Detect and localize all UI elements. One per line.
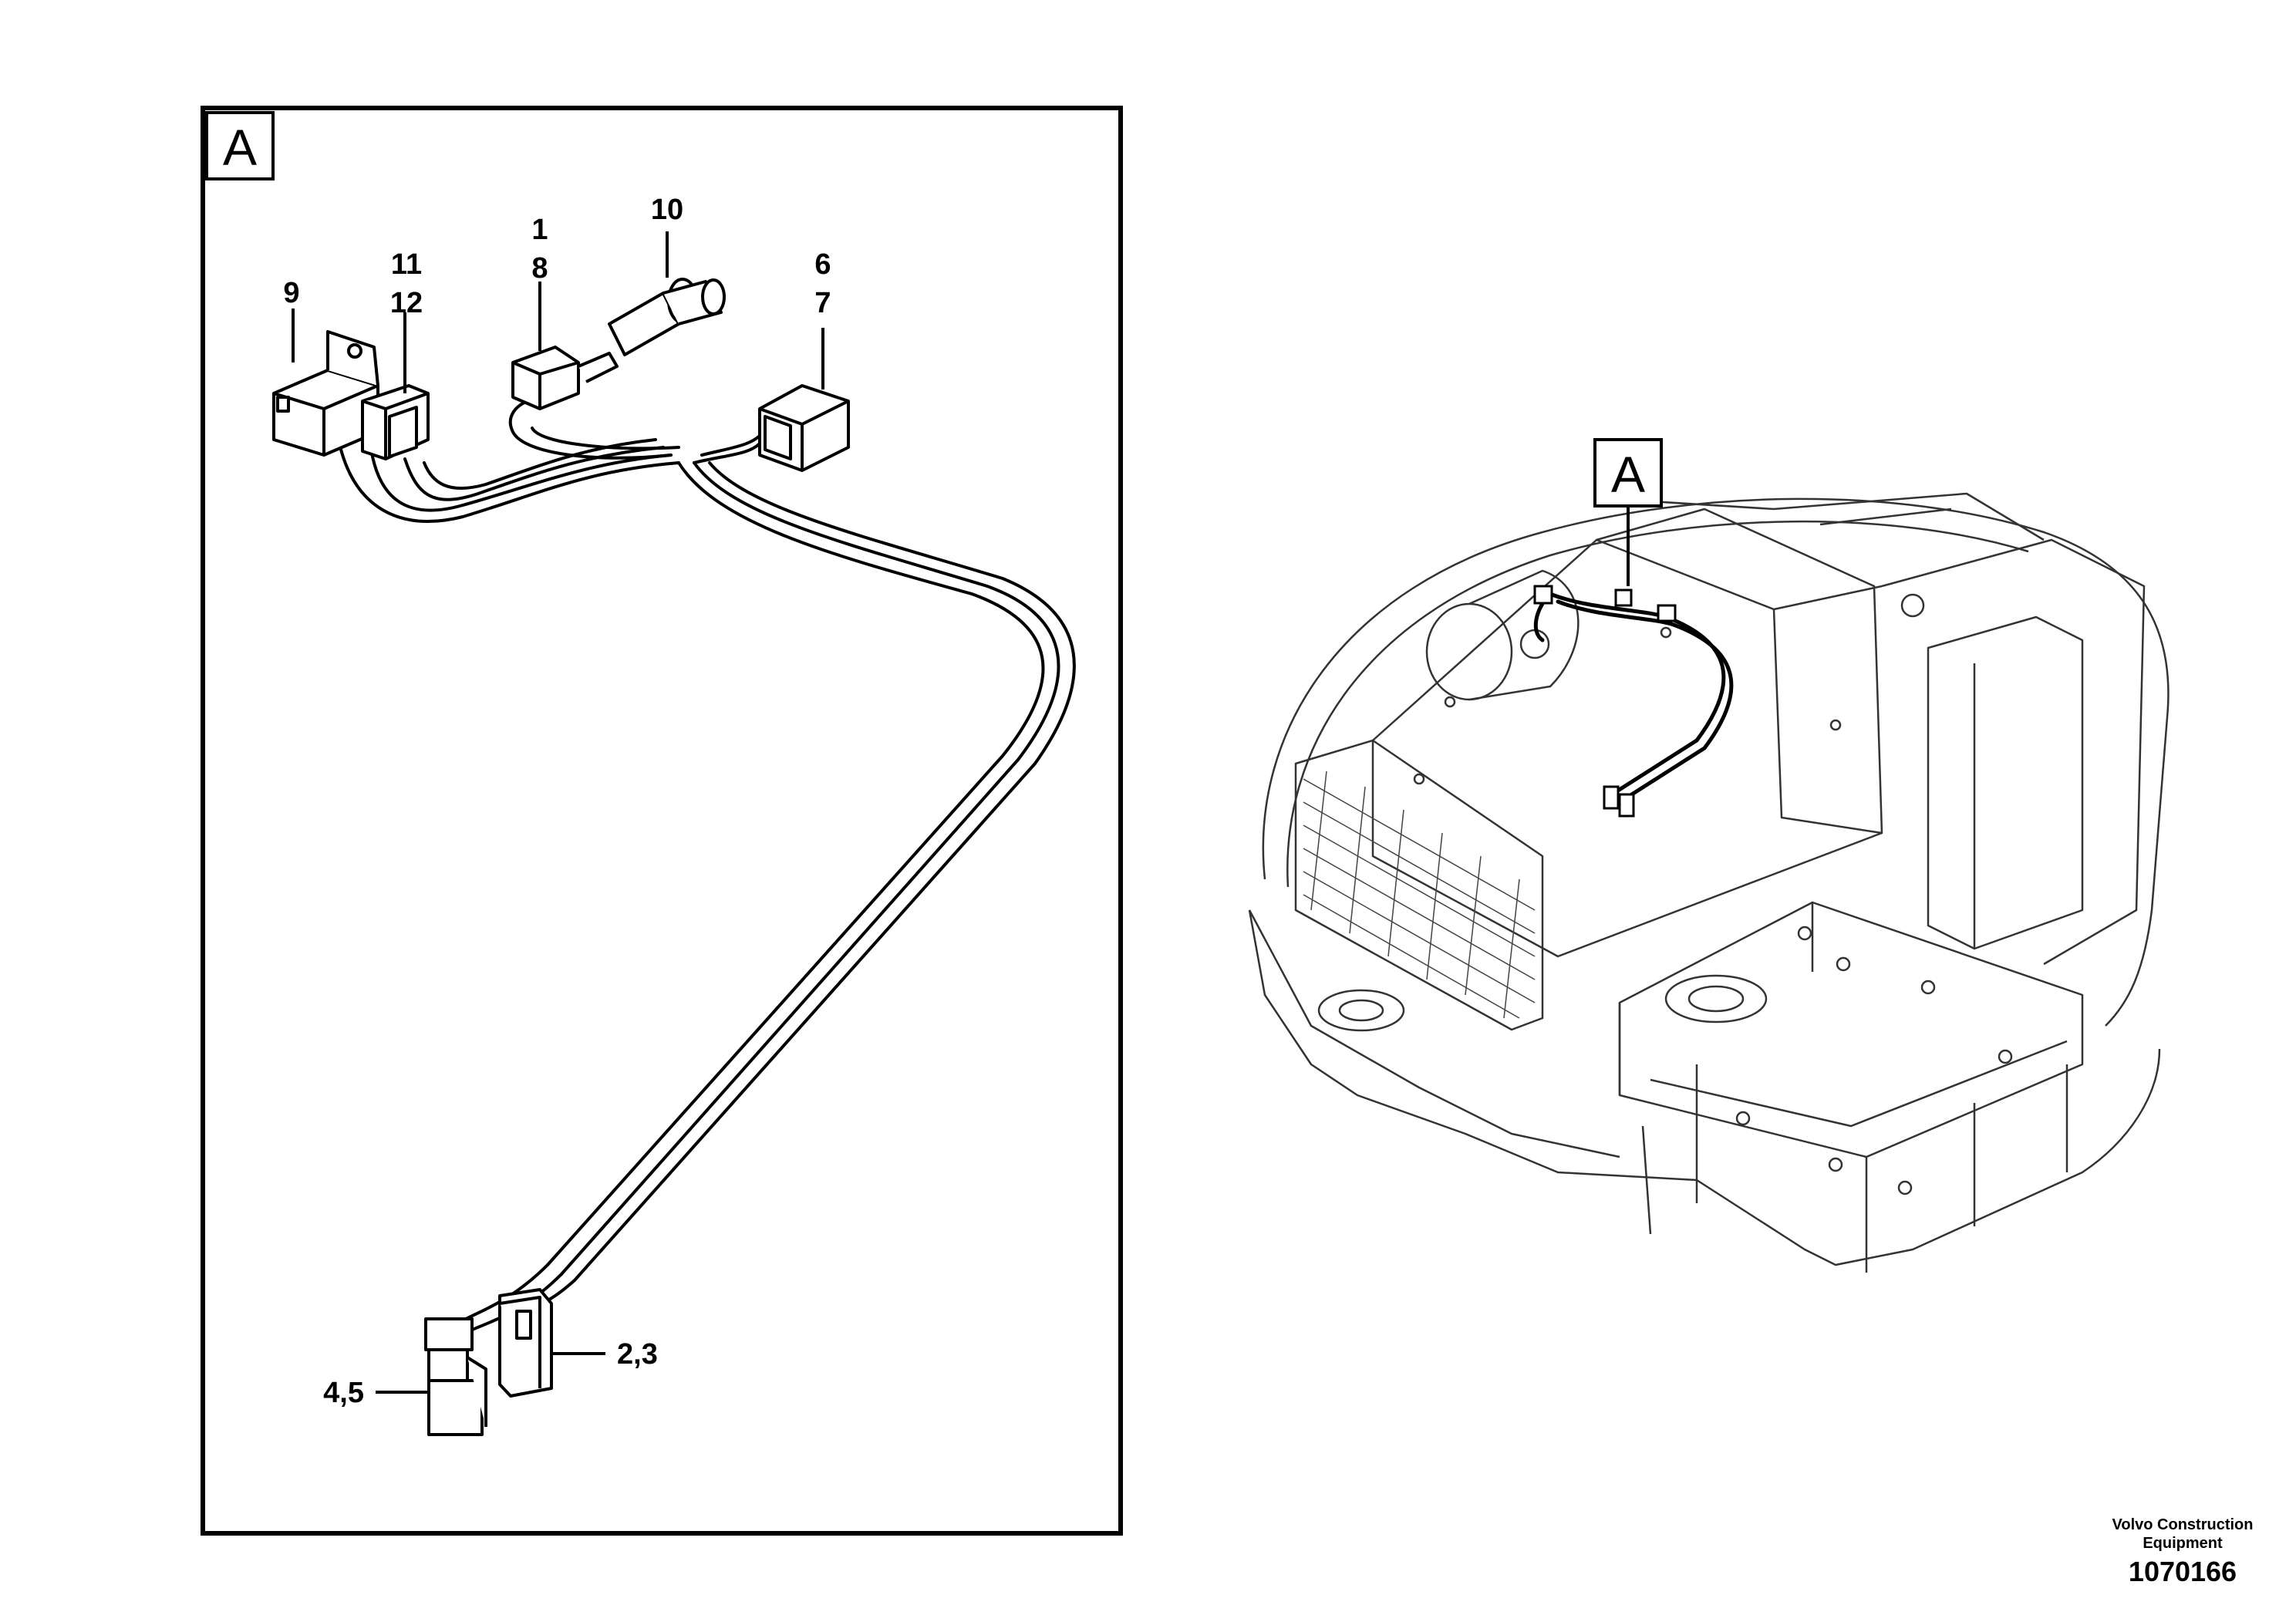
leader-lines bbox=[292, 231, 824, 1394]
callout-1: 1 bbox=[531, 214, 548, 246]
callout-10: 10 bbox=[651, 194, 683, 226]
company-line-1: Volvo Construction bbox=[2112, 1516, 2254, 1533]
machine-overview bbox=[1248, 492, 2170, 1273]
callout-2-3: 2,3 bbox=[617, 1338, 658, 1371]
connector-11-12 bbox=[361, 384, 430, 460]
callout-9: 9 bbox=[283, 277, 299, 309]
connector-9 bbox=[272, 330, 379, 457]
callout-11: 11 bbox=[391, 248, 422, 281]
detail-view-a bbox=[201, 106, 1123, 1536]
connector-2-3 bbox=[498, 1288, 553, 1398]
cable-harness bbox=[338, 400, 1076, 1332]
overview-letter-box bbox=[1593, 438, 1663, 508]
callout-7: 7 bbox=[814, 287, 831, 319]
company-name: Volvo Construction Equipment bbox=[2067, 1516, 2296, 1553]
overview-letter: A bbox=[1611, 446, 1645, 503]
machine-harness-connectors bbox=[1533, 585, 1677, 818]
machine-harness-highlight bbox=[1533, 592, 1734, 804]
callout-6: 6 bbox=[814, 248, 831, 281]
company-line-2: Equipment bbox=[2143, 1535, 2223, 1552]
detail-letter-box bbox=[205, 111, 275, 180]
drawing-number: 1070166 bbox=[2128, 1556, 2237, 1587]
connector-6-7 bbox=[758, 384, 850, 472]
callout-8: 8 bbox=[531, 252, 548, 285]
radiator-grille bbox=[1303, 771, 1536, 1019]
connector-1-8 bbox=[511, 346, 619, 410]
connector-10 bbox=[608, 278, 726, 356]
callout-12: 12 bbox=[390, 287, 423, 319]
callout-4-5: 4,5 bbox=[323, 1377, 364, 1409]
connector-4-5 bbox=[424, 1317, 487, 1436]
detail-letter: A bbox=[223, 119, 257, 176]
detail-frame bbox=[201, 106, 1123, 1536]
